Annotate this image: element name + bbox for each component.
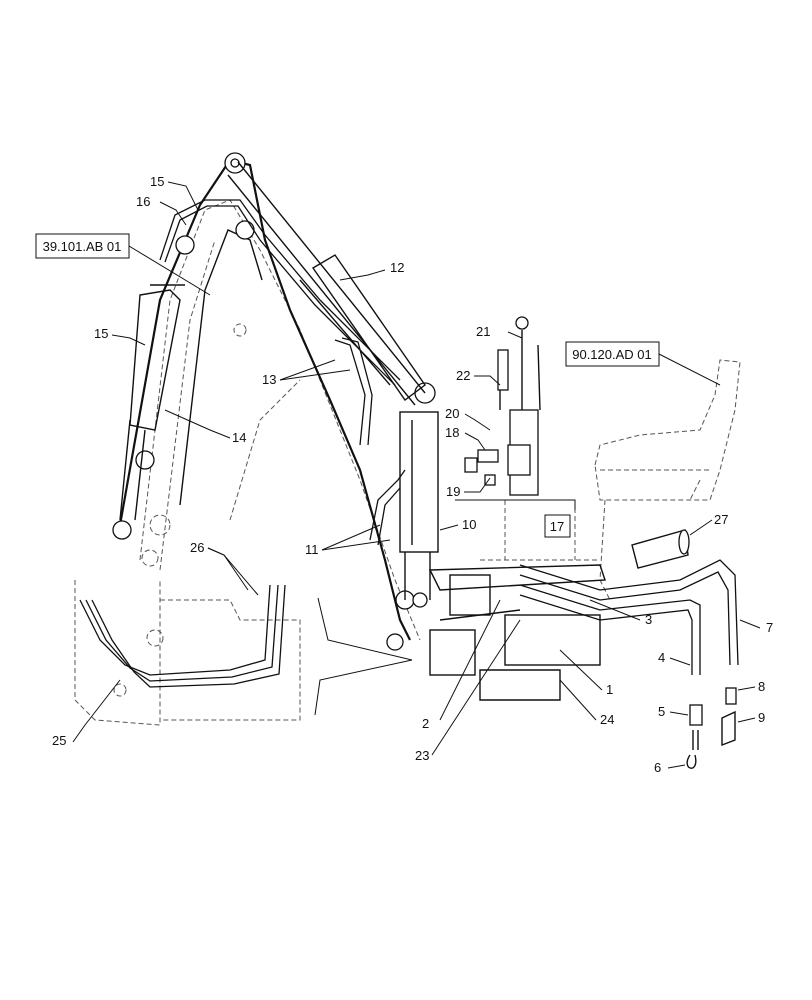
boom-cylinder (119, 284, 185, 521)
callout-24: 24 (600, 712, 614, 727)
callout-12: 12 (390, 260, 404, 275)
lead-lines (314, 597, 413, 716)
callout-5: 5 (658, 704, 665, 719)
fittings (631, 529, 737, 769)
callout-13: 13 (262, 372, 276, 387)
callout-15-top: 15 (150, 174, 164, 189)
callout-11: 11 (305, 542, 319, 557)
callout-10: 10 (462, 517, 476, 532)
ref-box-seat[interactable]: 90.120.AD 01 (565, 341, 660, 367)
callout-18: 18 (445, 425, 459, 440)
callout-25: 25 (52, 733, 66, 748)
callout-8: 8 (758, 679, 765, 694)
swing-frame (412, 564, 606, 701)
callout-numbers: 15 16 15 14 12 13 11 10 21 22 20 18 19 3… (52, 174, 773, 775)
callout-6: 6 (654, 760, 661, 775)
callout-2: 2 (422, 716, 429, 731)
callout-23: 23 (415, 748, 429, 763)
callout-16: 16 (136, 194, 150, 209)
callout-7: 7 (766, 620, 773, 635)
callout-20: 20 (445, 406, 459, 421)
ref-seat-label: 90.120.AD 01 (572, 347, 652, 362)
hose-routing (79, 199, 739, 688)
callout-21: 21 (476, 324, 490, 339)
callout-27: 27 (714, 512, 728, 527)
ref-box-boom[interactable]: 39.101.AB 01 (35, 233, 130, 259)
control-valve (455, 316, 576, 510)
callout-14: 14 (232, 430, 246, 445)
callout-4: 4 (658, 650, 665, 665)
ref-boom-label: 39.101.AB 01 (43, 239, 122, 254)
callout-1: 1 (606, 682, 613, 697)
dipper-cylinder (227, 161, 426, 406)
callout-leaders (72, 181, 761, 769)
callout-15-left: 15 (94, 326, 108, 341)
callout-3: 3 (645, 612, 652, 627)
ref-valve-label: 17 (550, 519, 564, 534)
callout-22: 22 (456, 368, 470, 383)
callout-26: 26 (190, 540, 204, 555)
callout-9: 9 (758, 710, 765, 725)
callout-19: 19 (446, 484, 460, 499)
swing-cylinder (399, 411, 439, 600)
boom-assembly (112, 152, 436, 651)
ghost-outlines (74, 199, 741, 726)
ref-box-valve[interactable]: 17 (544, 514, 571, 538)
